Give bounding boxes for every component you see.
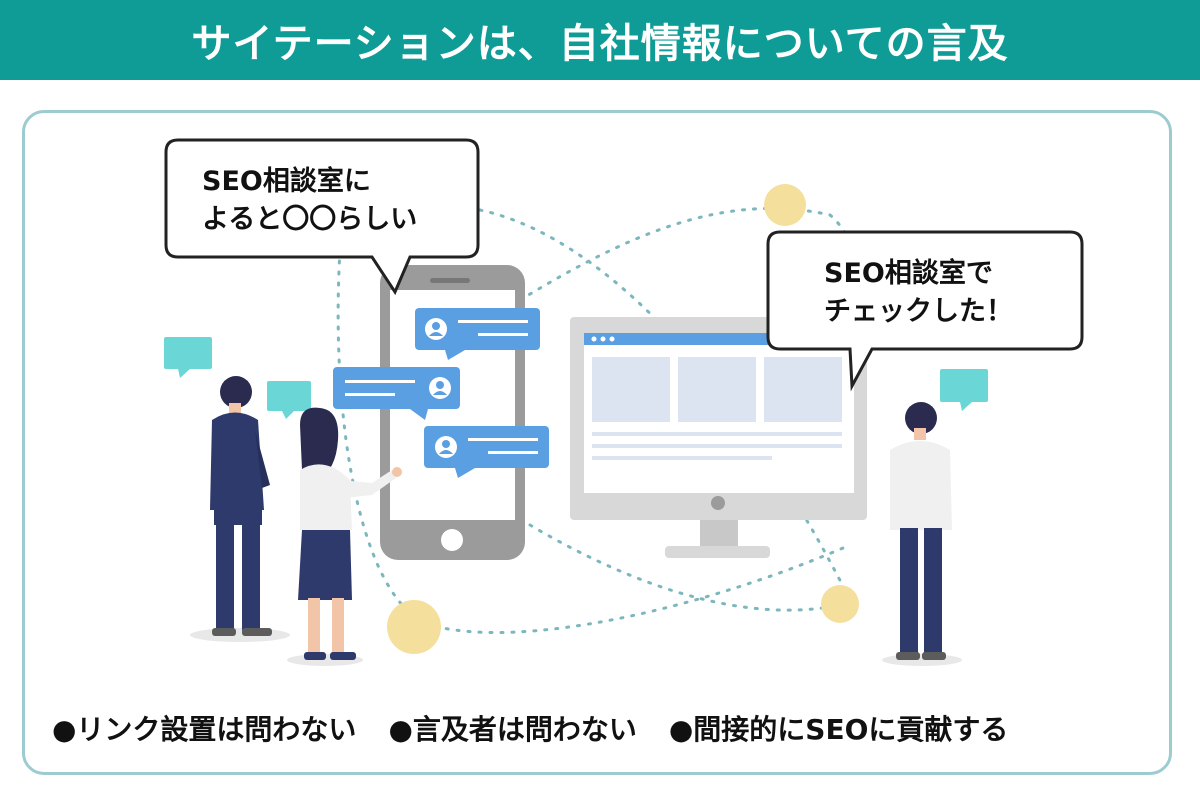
- page-title: サイテーションは、自社情報についての言及: [191, 21, 1009, 67]
- chat-bubble-icon: [940, 369, 988, 411]
- chat-bubble-icon: [267, 381, 311, 419]
- woman-pointing: [287, 407, 402, 666]
- yellow-dot: [387, 600, 441, 654]
- bullet-item: ●間接的にSEOに貢献する: [668, 713, 1009, 746]
- chat-message: [333, 367, 460, 420]
- page-header: サイテーションは、自社情報についての言及: [0, 0, 1200, 80]
- bullet-item: ●リンク設置は問わない: [52, 713, 357, 746]
- yellow-dot: [821, 585, 859, 623]
- speech-bubble-left: [164, 138, 480, 296]
- man-in-suit: [190, 376, 290, 642]
- speech-bubble-right: [766, 230, 1084, 392]
- yellow-dot: [764, 184, 806, 226]
- speech-bubble-right-text: SEO相談室で チェックした！: [824, 258, 1013, 327]
- bullet-item: ●言及者は問わない: [388, 713, 637, 746]
- desktop-monitor: [570, 317, 867, 558]
- bullet-list: ●リンク設置は問わない ●言及者は問わない ●間接的にSEOに貢献する: [52, 708, 1162, 752]
- chat-message: [424, 426, 549, 478]
- speech-bubble-left-text: SEO相談室に よると〇〇らしい: [202, 166, 418, 235]
- man-casual: [882, 402, 962, 666]
- chat-message: [415, 308, 540, 360]
- chat-bubble-icon: [164, 337, 212, 378]
